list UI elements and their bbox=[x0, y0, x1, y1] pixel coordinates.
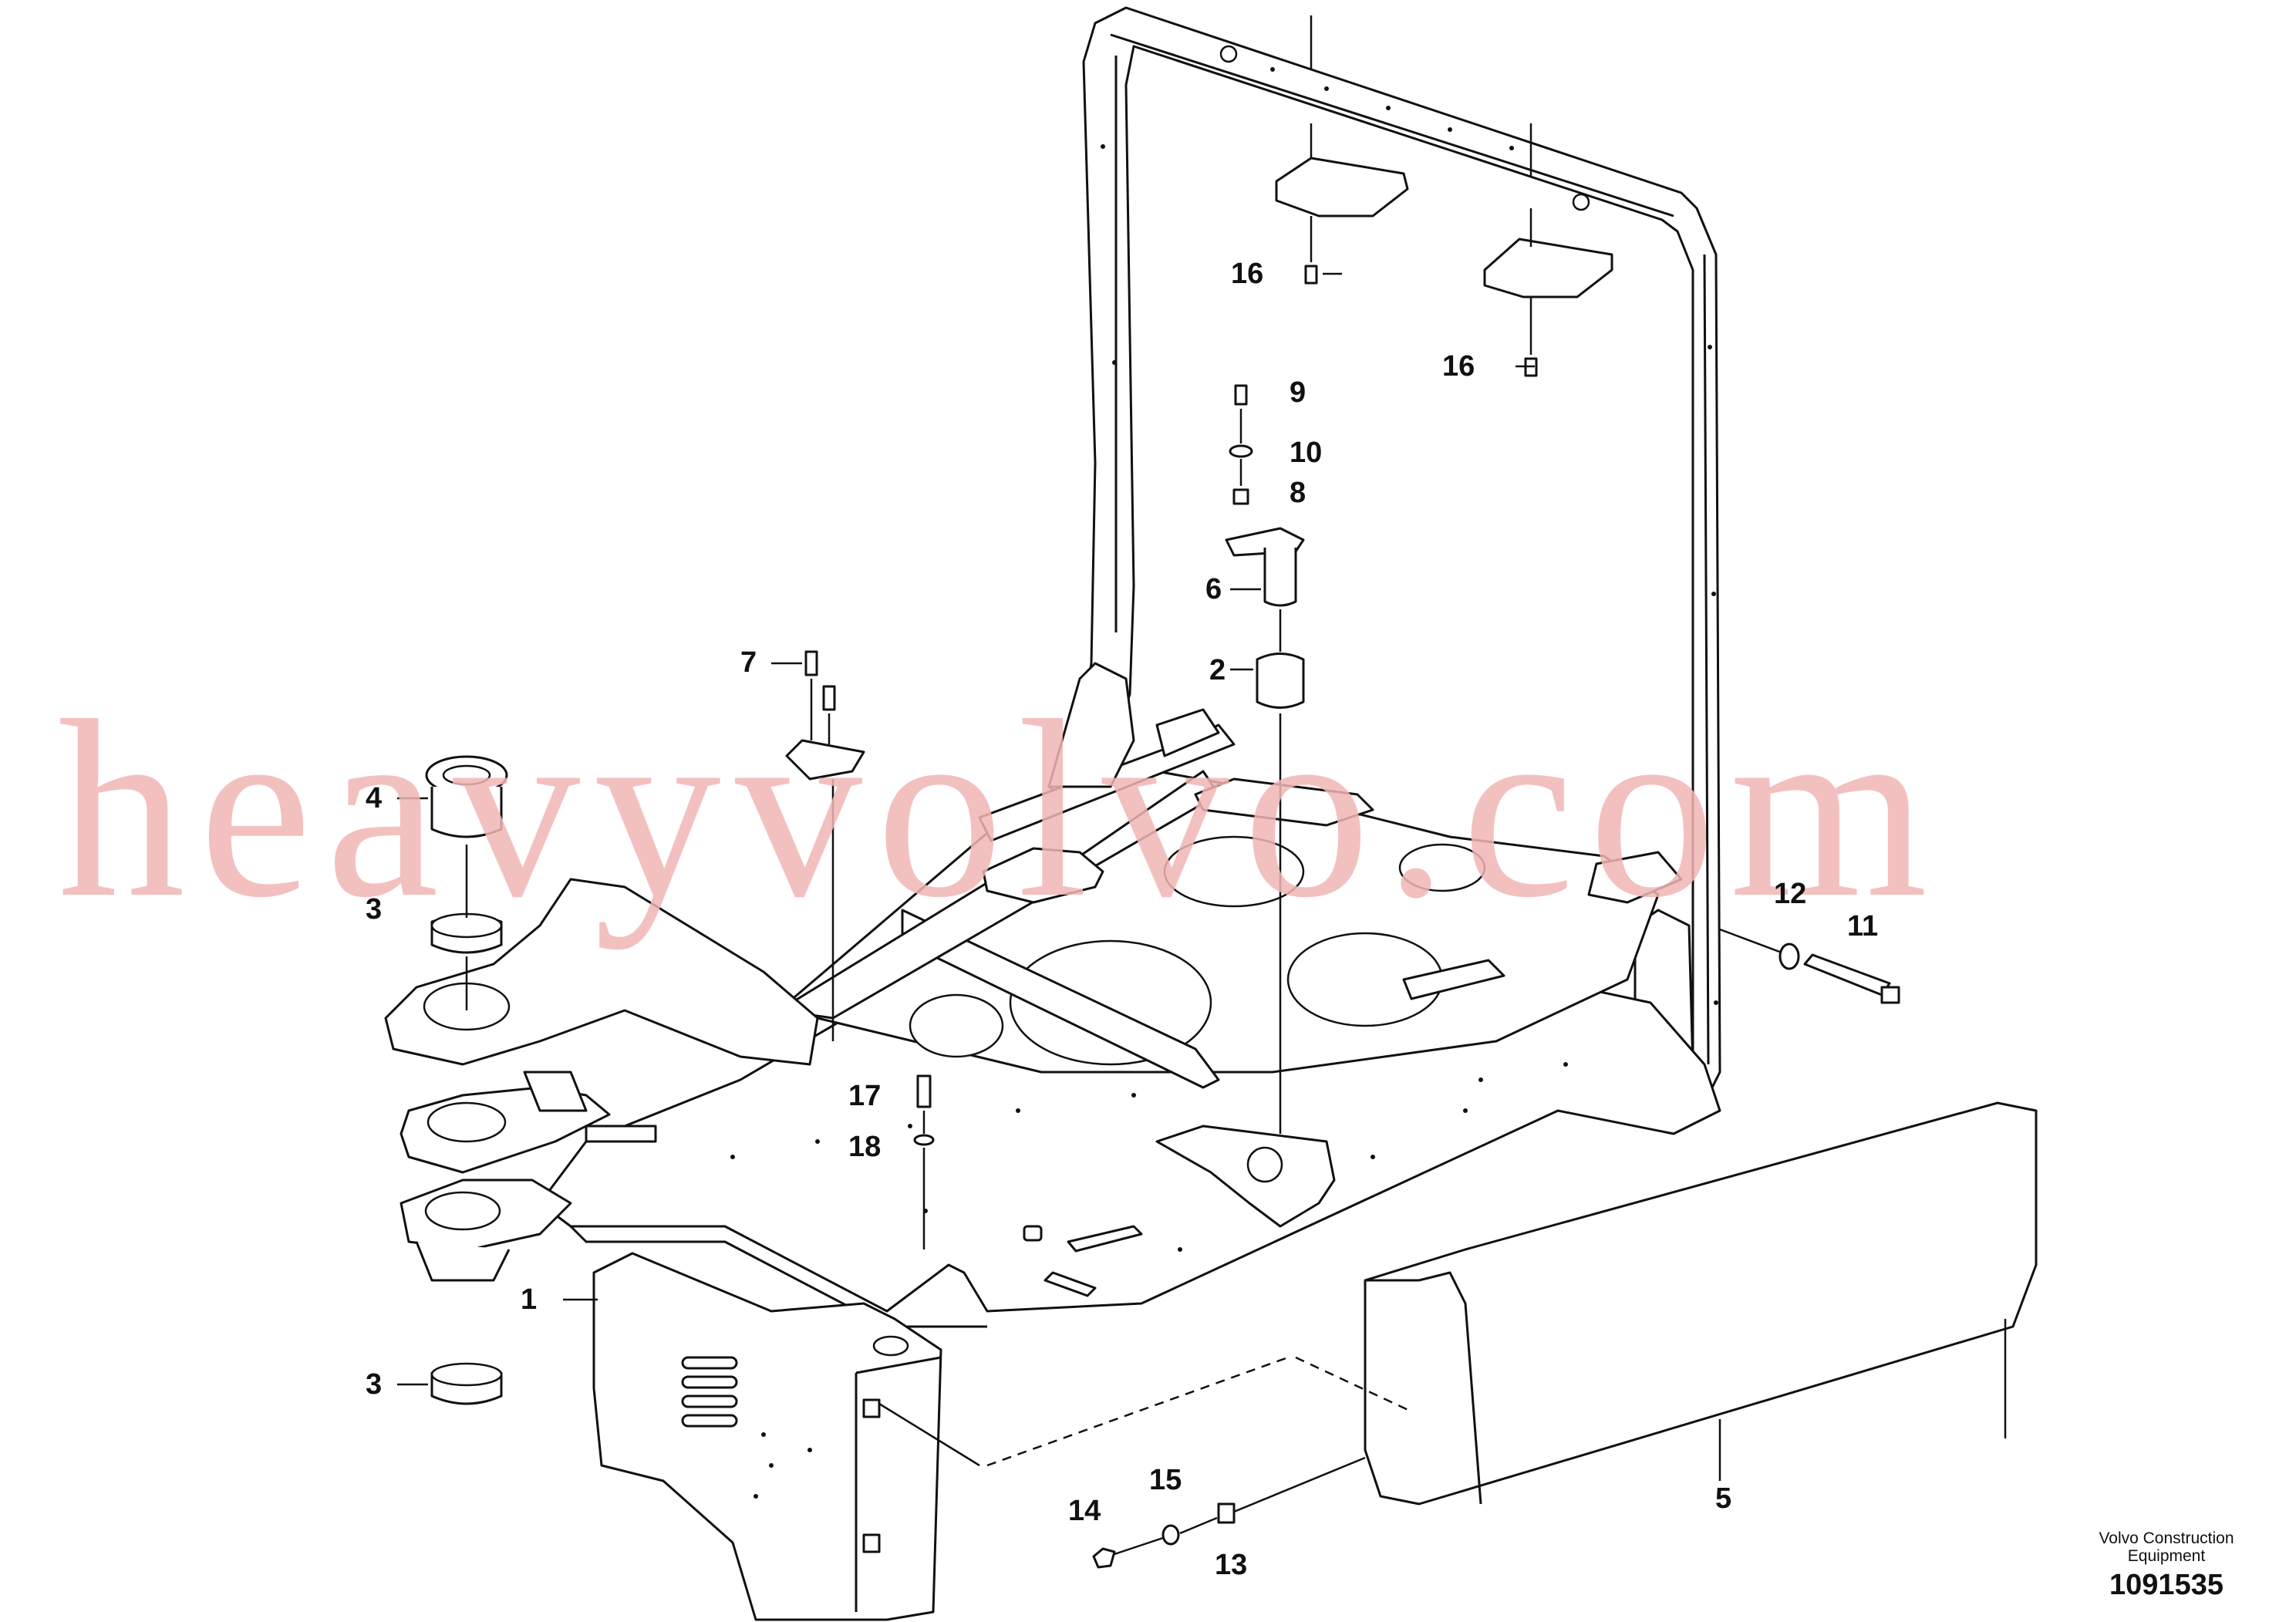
callout-18: 18 bbox=[848, 1131, 882, 1163]
counterweight bbox=[986, 1101, 2038, 1506]
callout-11: 11 bbox=[1847, 910, 1879, 943]
drawing-number: 1091535 bbox=[2109, 1569, 2224, 1601]
callout-7: 7 bbox=[740, 646, 757, 679]
clamp-assembly bbox=[785, 650, 865, 1041]
callout-9: 9 bbox=[1290, 376, 1306, 409]
callout-6: 6 bbox=[1205, 573, 1222, 605]
swing-bracket bbox=[384, 878, 819, 1282]
callout-5: 5 bbox=[1715, 1482, 1732, 1515]
callout-17: 17 bbox=[848, 1080, 882, 1112]
bolts-13-14-15 bbox=[1092, 1456, 1366, 1569]
callout-3-lower: 3 bbox=[366, 1368, 383, 1401]
upper-deck bbox=[777, 662, 1683, 1228]
callout-16-right: 16 bbox=[1442, 350, 1475, 383]
callout-1: 1 bbox=[521, 1283, 538, 1316]
callout-4: 4 bbox=[366, 782, 383, 814]
leader-lines bbox=[397, 272, 2007, 1438]
bolts-17-18 bbox=[913, 1074, 935, 1249]
pin-assembly bbox=[1225, 384, 1305, 1134]
bolts-11-12 bbox=[1719, 928, 1900, 1004]
callout-10: 10 bbox=[1290, 437, 1323, 469]
top-mount-plates bbox=[1275, 15, 1613, 377]
brand-line-1: Volvo Construction bbox=[2099, 1529, 2234, 1547]
cover-left bbox=[592, 1252, 980, 1621]
callout-15: 15 bbox=[1149, 1464, 1182, 1496]
callout-8: 8 bbox=[1290, 477, 1306, 509]
callout-13: 13 bbox=[1215, 1549, 1248, 1581]
callout-16-left: 16 bbox=[1231, 258, 1264, 290]
callout-3-upper: 3 bbox=[366, 893, 383, 926]
callout-12: 12 bbox=[1774, 878, 1807, 910]
callout-14: 14 bbox=[1068, 1495, 1101, 1527]
bushings bbox=[425, 755, 508, 1405]
callout-2: 2 bbox=[1209, 654, 1226, 686]
brand-line-2: Equipment bbox=[2127, 1547, 2206, 1565]
